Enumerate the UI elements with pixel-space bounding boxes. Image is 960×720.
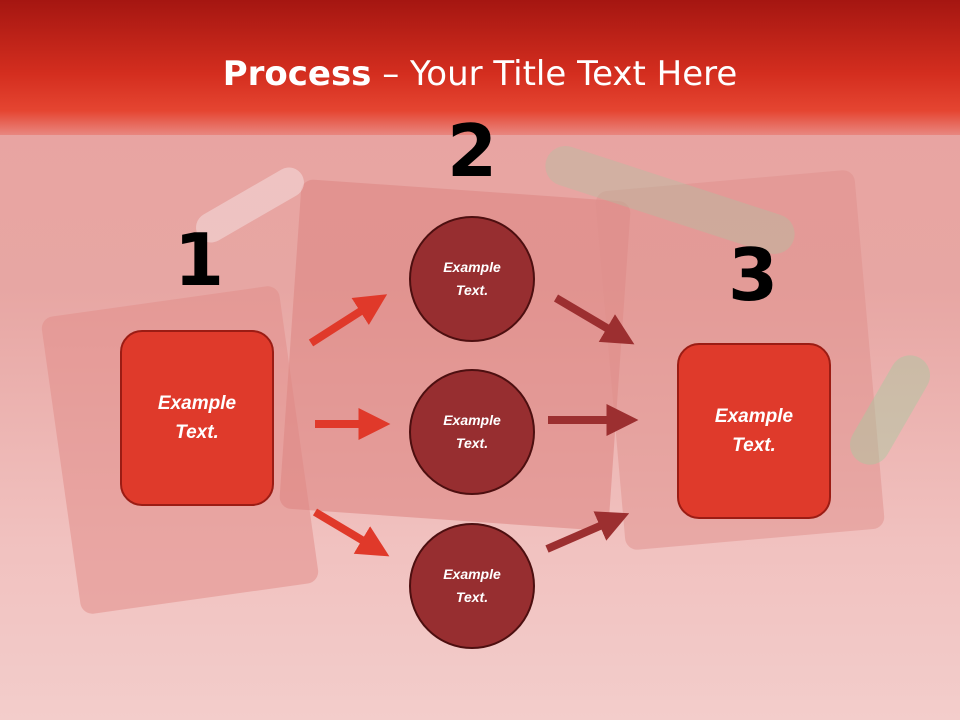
arrow-1-to-2-top [308,294,388,347]
step-2-circle-top: Example Text. [409,216,535,342]
circle-top-text: Example Text. [443,259,501,298]
slide-title: Process – Your Title Text Here [0,54,960,94]
title-rest: – Your Title Text Here [371,54,738,94]
arrow-1-to-2-bottom [312,508,390,557]
step-number-1: 1 [173,218,225,302]
circle-bottom-text: Example Text. [443,566,501,605]
arrow-2-top-to-3 [553,294,635,345]
step-2-circle-bottom: Example Text. [409,523,535,649]
step-1-text: Example Text. [157,393,237,443]
step-3-box: Example Text. [677,343,831,519]
step-2-circle-middle: Example Text. [409,369,535,495]
circle-middle-text: Example Text. [443,412,501,451]
header-bar [0,0,960,135]
step-number-2: 2 [446,109,498,193]
step-3-text: Example Text. [714,406,794,456]
step-1-box: Example Text. [120,330,274,506]
arrow-2-bottom-to-3 [545,511,630,553]
step-number-3: 3 [727,233,779,317]
title-bold: Process [222,54,372,94]
